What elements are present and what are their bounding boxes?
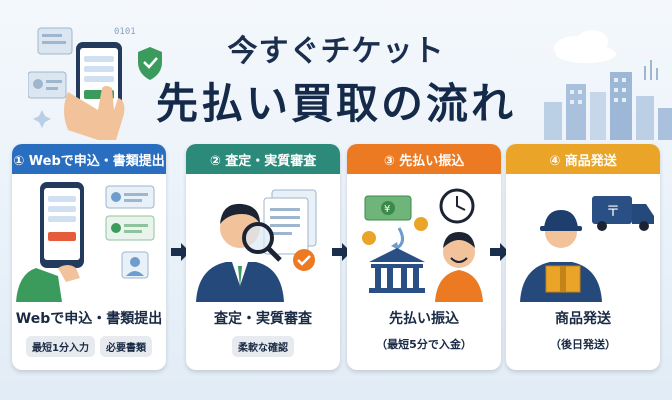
delivery-box-icon: 〒 — [520, 196, 654, 302]
tag-flexible-check: 柔軟な確認 — [232, 336, 294, 357]
step-card-1: ① Webで申込・書類提出 Webで申込・書類提出 最短1分入力 必要書類 — [12, 144, 166, 370]
step-header-4: ④ 商品発送 — [506, 144, 660, 174]
step-note-3: （最短5分で入金） — [376, 338, 472, 351]
step-note-4: （後日発送） — [550, 338, 616, 351]
svg-text:0101: 0101 — [114, 27, 136, 37]
svg-text:〒: 〒 — [606, 204, 620, 220]
step-label-3: 先払い振込 — [389, 311, 459, 327]
page-title-line1: 今すぐチケット — [227, 34, 445, 69]
step-card-4: ④ 商品発送 〒 商品発送 （後日発送） — [506, 144, 660, 370]
step-tags-1: 最短1分入力 必要書類 — [12, 336, 166, 357]
smartphone-form-icon — [16, 182, 155, 302]
step-header-3: ③ 先払い振込 — [347, 144, 501, 174]
arrow-right-icon — [332, 243, 351, 261]
city-skyline-icon — [544, 30, 672, 140]
step-label-2: 査定・実質審査 — [214, 311, 312, 327]
step-header-2: ② 査定・実質審査 — [186, 144, 340, 174]
arrow-right-icon — [490, 243, 509, 261]
step-label-4: 商品発送 — [555, 311, 611, 327]
bank-transfer-icon: ¥ — [362, 188, 483, 302]
tag-quick-input: 最短1分入力 — [26, 336, 95, 357]
step-note-3-wrap: （最短5分で入金） — [347, 336, 501, 352]
step-card-3: ③ 先払い振込 ¥ 先払い振込 （最短5分で入金） — [347, 144, 501, 370]
step-label-1: Webで申込・書類提出 — [15, 311, 163, 327]
svg-text:¥: ¥ — [384, 204, 390, 215]
page-title-line2: 先払い買取の流れ — [155, 79, 516, 128]
tag-required-docs: 必要書類 — [99, 336, 152, 357]
step-note-4-wrap: （後日発送） — [506, 336, 660, 352]
step-card-2: ② 査定・実質審査 査定・実質審査 柔軟な確認 — [186, 144, 340, 370]
step-tags-2: 柔軟な確認 — [186, 336, 340, 357]
phone-in-hand-icon: 0101 — [28, 27, 162, 140]
magnifier-documents-icon — [196, 189, 317, 302]
step-header-1: ① Webで申込・書類提出 — [12, 144, 166, 174]
arrow-right-icon — [171, 243, 190, 261]
